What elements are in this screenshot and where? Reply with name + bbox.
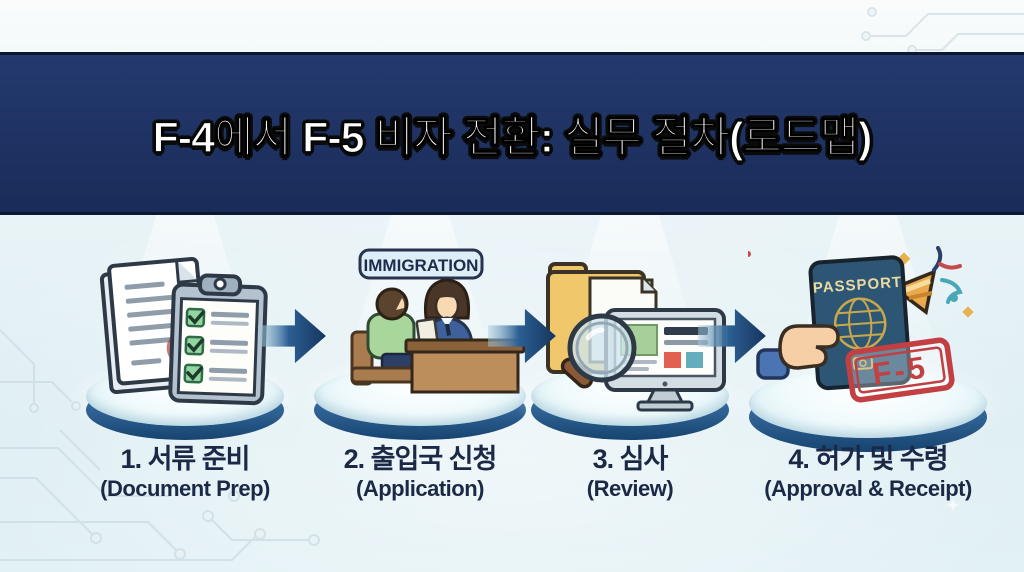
step-label-english: (Application) — [356, 476, 484, 502]
step-label-english: (Review) — [586, 476, 674, 502]
passport-celebration-icon: PASSPORT F-5 — [748, 246, 974, 403]
immigration-sign-text: IMMIGRATION — [364, 256, 479, 275]
arrow-right-icon — [698, 308, 766, 364]
f5-stamp: F-5 — [845, 337, 955, 403]
arrow-right-icon — [258, 308, 326, 364]
step-approval-receipt: PASSPORT F-5 4. 허가 및 수령 (Approval & Rece — [727, 215, 1009, 520]
step-document-prep: 1. 서류 준비 (Document Prep) — [64, 215, 306, 520]
step-label-english: (Approval & Receipt) — [764, 476, 972, 502]
arrow-right-icon — [488, 308, 556, 364]
step-label-english: (Document Prep) — [100, 476, 270, 502]
passport-label-text: PASSPORT — [812, 274, 902, 297]
documents-checklist-icon — [99, 256, 268, 406]
immigration-desk-icon: IMMIGRATION — [350, 248, 526, 394]
step-review: 3. 심사 (Review) — [509, 215, 751, 520]
stamp-text: F-5 — [870, 349, 930, 391]
title-banner: F-4에서 F-5 비자 전환: 실무 절차(로드맵) — [0, 52, 1024, 215]
step-label-korean: 1. 서류 준비 — [120, 444, 251, 474]
step-label-korean: 3. 심사 — [592, 444, 669, 474]
page-title: F-4에서 F-5 비자 전환: 실무 절차(로드맵) — [152, 113, 873, 162]
step-label-korean: 4. 허가 및 수령 — [788, 444, 948, 474]
step-application: IMMIGRATION 2. 출입국 신청 (Application) — [292, 215, 548, 520]
folder-magnifier-monitor-icon — [546, 262, 726, 412]
step-label-korean: 2. 출입국 신청 — [343, 444, 498, 474]
hand-icon — [756, 324, 840, 380]
